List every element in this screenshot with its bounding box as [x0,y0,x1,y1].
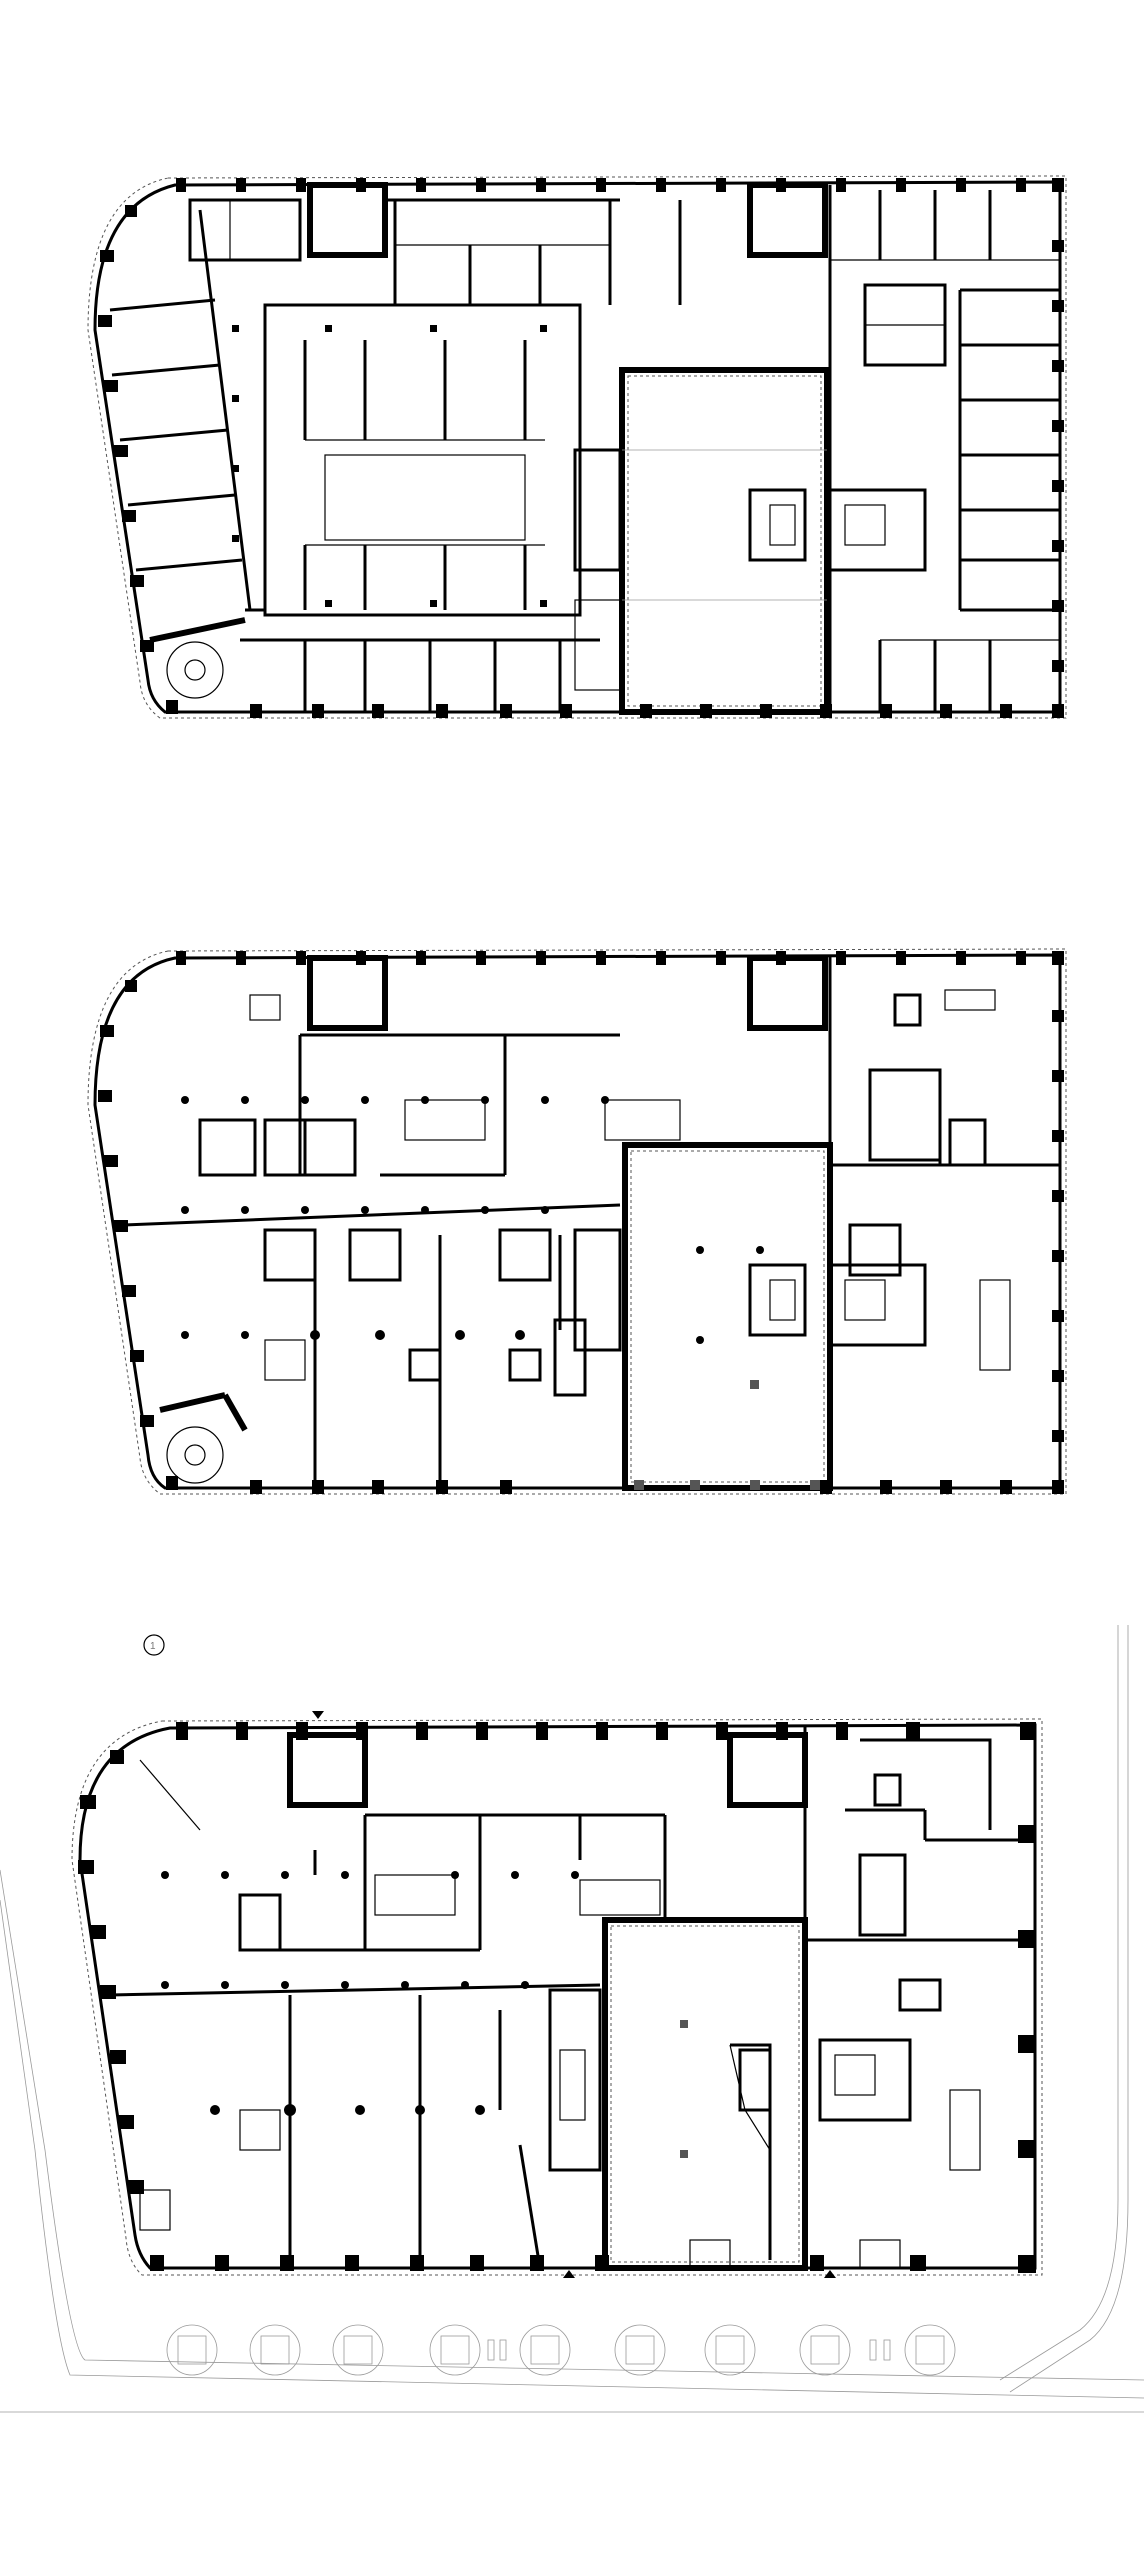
plan-3-columns [78,1722,1036,2273]
plan-2-spiral-stair [166,1426,224,1484]
plan-3-round-columns [161,1871,579,2116]
plan-3-outline [78,1723,1037,2270]
plan-1-core-block [263,303,582,617]
plan-1-outer-dashed-line [87,175,1067,719]
floor-plan-ground: 1 [0,1625,1144,2413]
plan-3-atrium [602,1917,808,2271]
plan-3-atrium-columns [680,2020,688,2158]
plan-2-outer-dashed-line [87,948,1067,1495]
plan-2-stair-core-b [747,955,828,1031]
plan-3-stair-core-d [818,2038,912,2122]
plan-2-outline [93,953,1062,1490]
plan-3-atrium-inner [610,1925,800,2263]
street-planters [166,2324,956,2376]
plan-1-columns [98,178,1064,718]
section-marker-icon [143,1634,165,1656]
floor-plan-upper [87,175,1067,719]
entrance-marker-3 [312,1711,324,1719]
plan-2-round-columns [181,1096,764,1344]
plan-1-atrium [619,367,830,715]
plan-3-outer-dashed-line [71,1718,1043,2276]
plan-1-stair-core-d [828,488,927,572]
plan-1-atrium-inner [627,375,822,707]
entrance-marker-2 [824,2270,836,2278]
plan-3-stair-core-c [738,2048,772,2112]
plan-1-stair-core-c [748,488,807,562]
plan-2-columns [98,951,1064,1494]
plan-1-stair-core-a [307,182,388,258]
plan-2-stair-core-c [748,1263,807,1337]
plan-2-atrium-inner [630,1150,825,1483]
entrance-marker-1 [563,2270,575,2278]
plan-1-stair-core-b [747,182,828,258]
plan-2-stair-core-a [307,955,388,1031]
floor-plan-middle [87,948,1067,1495]
plan-2-atrium-columns [634,1380,820,1490]
plan-3-stair-core-b [727,1732,808,1808]
plan-2-stair-core-d [828,1263,927,1347]
site-street-edge [0,1869,1144,2381]
section-marker-label: 1 [150,1641,156,1652]
plan-1-spiral-stair [166,641,224,699]
plan-2-atrium [622,1142,833,1491]
plan-3-stair-core-a [287,1732,368,1808]
